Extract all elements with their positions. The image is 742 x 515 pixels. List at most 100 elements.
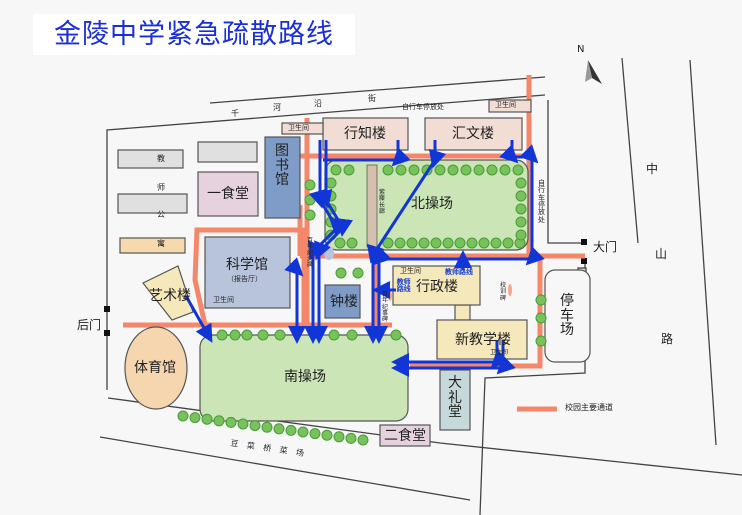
street-north-1: 千: [231, 109, 239, 118]
dorm-label-1: 教: [157, 154, 165, 163]
tree-icon: [486, 164, 498, 176]
building-canteen1: 一食堂: [207, 186, 249, 202]
building-canteen2: 二食堂: [384, 428, 426, 444]
tree-icon: [490, 237, 502, 249]
toilet-library: 卫生间: [288, 124, 309, 132]
building-auditorium: 大礼堂: [448, 375, 462, 421]
north-label: N: [577, 44, 585, 55]
tree-icon: [502, 237, 514, 249]
tree-icon: [321, 429, 333, 441]
tree-icon: [343, 164, 355, 176]
tree-icon: [447, 164, 459, 176]
tree-icon: [304, 209, 316, 221]
building-art: 艺术楼: [149, 288, 191, 304]
parking-lot: 停车场: [560, 293, 574, 339]
evacuation-routes: [184, 140, 545, 377]
building-gym: 体育馆: [134, 360, 176, 376]
dorm-label-4: 寓: [157, 239, 165, 248]
north-arrow-icon: [585, 60, 602, 84]
tree-icon: [309, 428, 321, 440]
tree-icon: [408, 164, 420, 176]
teacher-route-label-2: 教师路线: [396, 278, 411, 294]
tree-icon: [406, 237, 418, 249]
tree-icon: [333, 431, 345, 443]
tree-icon: [346, 237, 358, 249]
tree-icon: [249, 420, 261, 432]
building-xingzhi: 行知楼: [344, 126, 386, 142]
tree-icon: [434, 164, 446, 176]
tree-icon: [335, 267, 347, 279]
dorm-label-3: 公: [157, 210, 165, 219]
toilet-science: 卫生间: [213, 296, 234, 304]
toilet-admin: 卫生间: [400, 267, 421, 275]
tree-icon: [273, 423, 285, 435]
tree-icon: [297, 426, 309, 438]
bike-parking-north: 自行车停放处: [402, 103, 444, 111]
tree-icon: [213, 415, 225, 427]
science-subtitle: （报告厅）: [227, 275, 262, 283]
tree-icon: [261, 421, 273, 433]
tree-icon: [535, 335, 547, 347]
tree-icon: [460, 164, 472, 176]
tree-icon: [241, 329, 253, 341]
tree-icon: [274, 329, 286, 341]
tree-icon: [304, 194, 316, 206]
tree-icon: [394, 237, 406, 249]
building-bell-tower: 钟楼: [330, 294, 358, 310]
tree-icon: [515, 229, 527, 241]
tree-icon: [346, 329, 358, 341]
tree-icon: [390, 329, 402, 341]
tree-icon: [535, 294, 547, 306]
bike-parking-east: 自行车停放处: [538, 179, 545, 224]
wisteria-corridor: 紫藤长廊: [379, 189, 386, 215]
building-science: 科学馆: [226, 257, 268, 273]
street-east-3: 路: [661, 332, 674, 346]
tree-icon: [499, 164, 511, 176]
tree-icon: [515, 190, 527, 202]
main-gate: 大门: [593, 240, 618, 254]
tree-icon: [201, 413, 213, 425]
tree-icon: [225, 416, 237, 428]
history-wall: 百年纪事碑: [382, 291, 389, 324]
tree-icon: [515, 216, 527, 228]
building-new-teaching: 新教学楼: [455, 332, 511, 348]
tree-icon: [330, 164, 342, 176]
tree-icon: [352, 267, 364, 279]
tree-icon: [345, 432, 357, 444]
tree-icon: [304, 179, 316, 191]
tree-icon: [357, 434, 369, 446]
building-huiwen: 汇文楼: [452, 126, 494, 142]
tree-icon: [177, 410, 189, 422]
tree-icon: [515, 177, 527, 189]
tree-icon: [395, 164, 407, 176]
street-east-1: 中: [646, 162, 659, 176]
tree-icon: [466, 237, 478, 249]
dorm-label-2: 师: [157, 183, 165, 192]
street-north-3: 沿: [314, 99, 322, 108]
legend-label: 校园主要通道: [565, 403, 613, 412]
centennial-monument: 百年纪念碑: [307, 237, 314, 270]
tree-icon: [473, 164, 485, 176]
street-east-2: 山: [655, 247, 668, 261]
tree-icon: [478, 237, 490, 249]
tree-icon: [382, 164, 394, 176]
tree-icon: [535, 312, 547, 324]
teacher-route-label-1: 教师路线: [445, 268, 473, 276]
tree-icon: [216, 329, 228, 341]
map-title: 金陵中学紧急疏散路线: [33, 14, 355, 55]
toilet-new-teaching: 卫生间: [490, 349, 509, 356]
tree-icon: [237, 418, 249, 430]
tree-icon: [285, 424, 297, 436]
building-admin: 行政楼: [416, 279, 458, 295]
building-library: 图书馆: [275, 143, 289, 189]
tree-icon: [454, 237, 466, 249]
tree-icon: [512, 164, 524, 176]
street-north-2: 河: [273, 103, 281, 112]
street-north-4: 街: [368, 94, 376, 103]
tree-icon: [257, 329, 269, 341]
tree-icon: [189, 412, 201, 424]
tree-icon: [334, 237, 346, 249]
tree-icon: [229, 329, 241, 341]
